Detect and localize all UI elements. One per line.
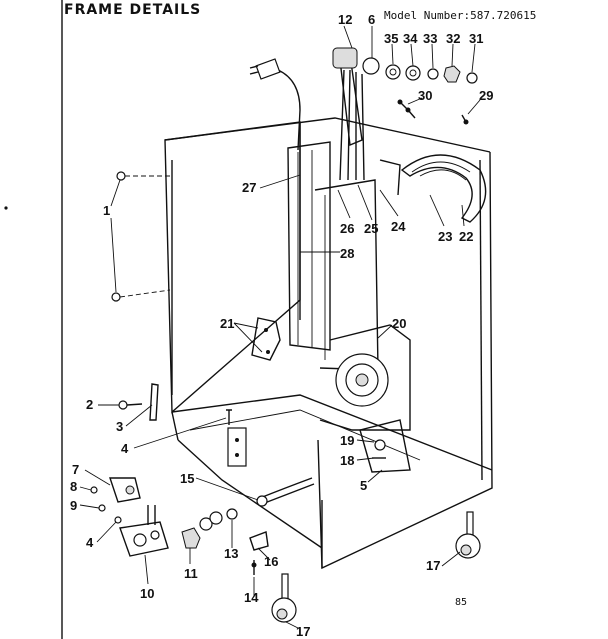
callout: 28 xyxy=(340,246,354,261)
callout: 33 xyxy=(423,31,437,46)
callout: 2 xyxy=(86,397,93,412)
callout: 4 xyxy=(121,441,129,456)
callout: 34 xyxy=(403,31,418,46)
caster-right xyxy=(455,511,481,559)
callout: 6 xyxy=(368,12,375,27)
callout: 17 xyxy=(426,558,440,573)
callout: 25 xyxy=(364,221,378,236)
caster-bottom xyxy=(271,573,297,623)
callout: 35 xyxy=(384,31,398,46)
callout: 23 xyxy=(438,229,452,244)
callout: 19 xyxy=(340,433,354,448)
leader-lines xyxy=(79,25,481,629)
model-number: Model Number:587.720615 xyxy=(384,9,537,22)
callout: 13 xyxy=(224,546,238,561)
callout: 5 xyxy=(360,478,367,493)
drive-belt xyxy=(256,477,315,507)
callout: 4 xyxy=(86,535,94,550)
callout: 29 xyxy=(479,88,493,103)
callout: 10 xyxy=(140,586,154,601)
power-cord xyxy=(249,58,301,151)
callout: 26 xyxy=(340,221,354,236)
callout: 18 xyxy=(340,453,354,468)
hardware-row xyxy=(385,64,478,84)
motor-pulley xyxy=(251,317,411,431)
callout: 22 xyxy=(459,229,473,244)
callout: 3 xyxy=(116,419,123,434)
callout: 17 xyxy=(296,624,310,639)
callout: 12 xyxy=(338,12,352,27)
bracket-left xyxy=(118,383,159,421)
callout: 31 xyxy=(469,31,483,46)
callout: 27 xyxy=(242,180,256,195)
diagram-title: FRAME DETAILS xyxy=(64,2,202,18)
callout-labels: 12 6 35 34 33 32 31 30 29 1 27 26 25 24 … xyxy=(70,12,493,639)
screws-top xyxy=(397,99,469,125)
callout: 30 xyxy=(418,88,432,103)
callout: 14 xyxy=(244,590,259,605)
blower-housing xyxy=(379,154,487,223)
callout: 1 xyxy=(103,203,110,218)
screws-left xyxy=(111,171,171,302)
terminal-cable xyxy=(332,47,380,181)
idler-bracket xyxy=(359,419,411,473)
gas-valve-assembly xyxy=(90,477,169,557)
callout: 11 xyxy=(184,566,198,581)
screw-14 xyxy=(251,560,257,575)
callout: 8 xyxy=(70,479,77,494)
callout: 24 xyxy=(391,219,406,234)
callout: 16 xyxy=(264,554,278,569)
margin-dot xyxy=(4,206,8,210)
pipe-fittings xyxy=(181,508,269,551)
callout: 32 xyxy=(446,31,460,46)
callout: 9 xyxy=(70,498,77,513)
cabinet-frame xyxy=(164,117,493,570)
callout: 15 xyxy=(180,471,194,486)
callout: 21 xyxy=(220,316,234,331)
callout: 7 xyxy=(72,462,79,477)
diagram-code: 85 xyxy=(455,597,468,608)
callout: 20 xyxy=(392,316,406,331)
front-leg-bracket xyxy=(226,409,247,467)
